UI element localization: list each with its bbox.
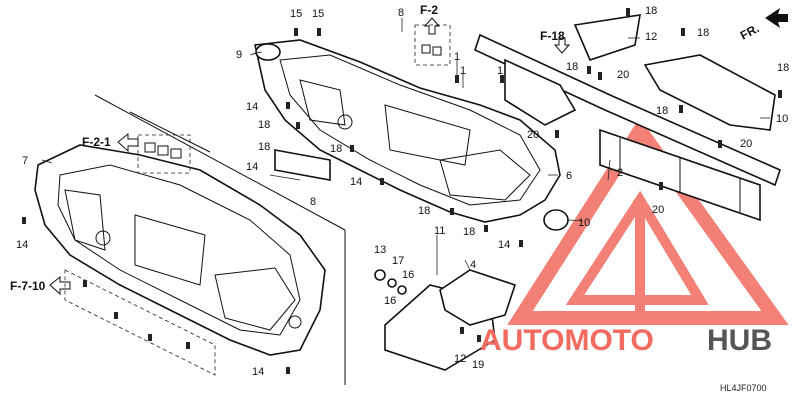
callout-20: 20 (652, 204, 664, 216)
callout-11: 12 (645, 31, 657, 43)
washer-16a (387, 278, 397, 288)
vent-upper (255, 43, 281, 61)
callout-9: 11 (434, 225, 445, 237)
bracket-6 (274, 149, 331, 181)
callout-14: 14 (16, 239, 28, 251)
callout-18: 18 (697, 27, 709, 39)
washer-16b (397, 285, 407, 295)
switch-panel (144, 142, 182, 159)
callout-18: 18 (656, 105, 668, 117)
fasteners (22, 8, 782, 374)
cross-beam (474, 33, 781, 222)
front-direction-arrow (765, 8, 788, 28)
callout-14: 14 (246, 161, 258, 173)
callout-4: 6 (566, 170, 572, 182)
callout-12: 13 (374, 244, 386, 256)
callout-18: 18 (777, 62, 789, 74)
ref-arrows (49, 17, 571, 296)
callout-18: 18 (258, 119, 270, 131)
callout-7: 8 (398, 7, 404, 19)
watermark-text: AUTOMOTO HUB (480, 324, 772, 357)
frame-line (94, 94, 346, 231)
callout-18: 18 (566, 61, 578, 73)
callout-labels: 15 15 8 9 1 1 1 14 18 18 18 14 8 14 18 1… (16, 5, 789, 378)
callout-6: 8 (310, 196, 316, 208)
callout-18: 18 (258, 141, 270, 153)
callout-8: 10 (578, 217, 590, 229)
upper-dashboard (254, 39, 561, 223)
switch-panel-box (137, 134, 191, 174)
callout-15: 15 (312, 8, 324, 20)
switch-panel-upper (421, 44, 442, 56)
vent-lower (543, 209, 569, 231)
front-direction-label: FR. (738, 21, 762, 42)
grommet-12 (374, 269, 386, 281)
callout-17: 17 (392, 255, 404, 267)
callout-15: 15 (290, 8, 302, 20)
fastener-group-box (64, 269, 216, 376)
cover-panel-10 (643, 54, 776, 131)
callout-18: 18 (645, 5, 657, 17)
callout-13: 12 (454, 353, 466, 365)
callout-8: 9 (236, 49, 242, 61)
callout-2: 2 (617, 167, 623, 179)
callout-14: 14 (498, 239, 510, 251)
callout-18: 18 (330, 143, 342, 155)
frame-line (129, 111, 211, 153)
lower-dashboard (34, 144, 326, 356)
callout-3: 4 (470, 259, 476, 271)
watermark-text-main: AUTOMOTO (480, 324, 654, 357)
watermark-logo (507, 117, 789, 325)
ref-f-2-1: F-2-1 (82, 135, 111, 149)
callout-20: 20 (617, 69, 629, 81)
callout-14: 14 (246, 101, 258, 113)
ref-f-2: F-2 (420, 3, 438, 17)
callout-14: 14 (350, 176, 362, 188)
callout-16: 16 (402, 269, 414, 281)
diagram-code: HL4JF0700 (720, 383, 767, 393)
callout-18: 18 (418, 205, 430, 217)
callout-1: 1 (497, 65, 503, 77)
ref-f-18: F-18 (540, 29, 565, 43)
cover-panel-11 (573, 14, 641, 61)
callout-1: 1 (454, 51, 460, 63)
switch-panel-box-upper (414, 24, 451, 66)
watermark-text-hub: HUB (707, 324, 772, 357)
callout-18: 18 (463, 226, 475, 238)
callout-10: 10 (776, 113, 788, 125)
callout-14: 14 (252, 366, 264, 378)
callout-19: 19 (472, 359, 484, 371)
ref-f-7-10: F-7-10 (10, 279, 46, 293)
callout-1: 1 (460, 65, 466, 77)
callout-20: 20 (527, 129, 539, 141)
callout-20: 20 (740, 138, 752, 150)
callout-16: 16 (384, 295, 396, 307)
callout-5: 7 (22, 155, 28, 167)
